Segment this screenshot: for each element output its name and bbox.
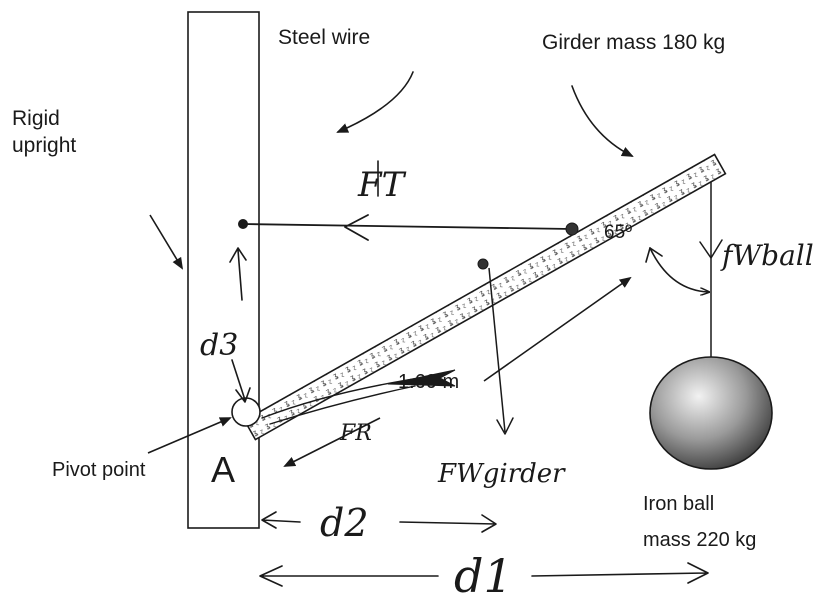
rigid-upright-pointer-arrow bbox=[149, 214, 184, 270]
iron-ball-label-line1: Iron ball bbox=[643, 493, 714, 515]
angle-arc-start-arrowhead bbox=[645, 247, 663, 263]
d1-left-arrow bbox=[259, 565, 439, 587]
rigid-label-line1: Rigid bbox=[12, 107, 60, 130]
wire-tension-arrowhead bbox=[344, 214, 369, 241]
rigid-upright bbox=[187, 11, 260, 529]
girder-mass-pointer-arrow bbox=[571, 85, 634, 157]
point-a-label: A bbox=[211, 449, 235, 490]
d3-label: d3 bbox=[200, 328, 238, 363]
pivot-pointer-arrow bbox=[147, 417, 232, 454]
pivot-circle bbox=[231, 397, 261, 427]
wire-anchor-girder bbox=[565, 222, 579, 236]
steel-wire bbox=[242, 223, 573, 230]
length-arrow-left bbox=[387, 369, 456, 387]
length-label: 1.60 m bbox=[398, 371, 459, 393]
fr-arrow bbox=[283, 417, 381, 467]
length-arrow-right bbox=[483, 276, 632, 382]
steel-wire-label: Steel wire bbox=[278, 26, 370, 49]
iron-ball bbox=[649, 356, 773, 470]
d1-right-arrow bbox=[531, 562, 709, 584]
d1-label: d1 bbox=[454, 549, 513, 601]
pivot-point-label: Pivot point bbox=[52, 459, 146, 481]
reaction-force-label: FR bbox=[339, 421, 372, 446]
wire-anchor-upright bbox=[238, 219, 248, 229]
girder-weight-arrowhead bbox=[496, 417, 514, 435]
girder bbox=[243, 153, 727, 441]
d2-right-arrow bbox=[399, 514, 497, 533]
angle-label: 65º bbox=[604, 222, 632, 243]
d3-up-arrow bbox=[229, 247, 247, 301]
d2-left-arrow bbox=[261, 511, 301, 529]
tension-force-label: FT bbox=[357, 165, 407, 205]
ball-weight-label: fWball bbox=[720, 239, 814, 272]
girder-weight-label: FWgirder bbox=[437, 459, 566, 489]
girder-mass-label: Girder mass 180 kg bbox=[542, 31, 725, 54]
d3-down-arrow bbox=[231, 359, 251, 403]
girder-weight-arrow bbox=[488, 267, 506, 433]
girder-centre-of-mass bbox=[477, 258, 489, 270]
rigid-label-line2: upright bbox=[12, 134, 76, 157]
angle-arc bbox=[649, 247, 708, 292]
iron-ball-label-line2: mass 220 kg bbox=[643, 529, 756, 551]
ball-weight-arrowhead bbox=[699, 239, 723, 259]
d2-label: d2 bbox=[320, 501, 369, 545]
fr-scribble bbox=[261, 377, 421, 425]
steel-wire-pointer-arrow bbox=[336, 71, 414, 133]
